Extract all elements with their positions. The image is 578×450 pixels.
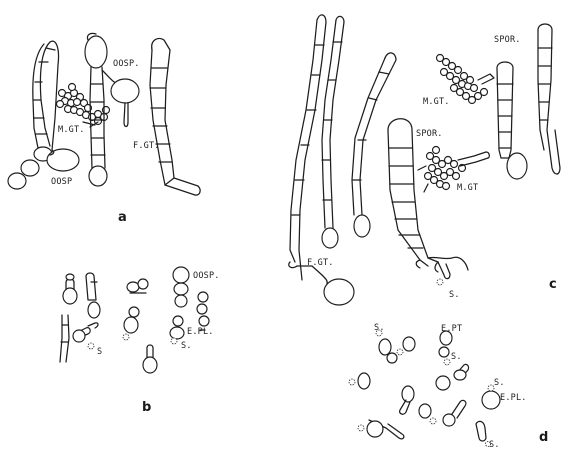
label-epiplasm: E.PL. (500, 393, 527, 403)
label-spore: S. (449, 290, 460, 300)
panel-c-male-gametangia-clusters (418, 55, 494, 193)
panel-letter-d: d (539, 430, 548, 445)
panel-letter-c: c (549, 277, 557, 292)
panel-a-female-gametangium-hypha (85, 33, 139, 186)
panel-a-right-hypha (150, 38, 200, 195)
label-spore: S. (489, 440, 500, 450)
panel-b: OOSP. S E.PL. S. b (60, 267, 220, 415)
label-sporangium: SPOR. (416, 129, 443, 139)
panel-c-sporangia-right (497, 24, 560, 179)
label-male-gametangium: M.GT (457, 183, 478, 193)
label-spore: S. (181, 341, 192, 351)
label-oosp: OOSP. (193, 271, 220, 281)
panel-c: SPOR. M.GT. SPOR. M.GT F.GT. S. c (289, 15, 560, 305)
label-e-pt: E.PT (441, 324, 462, 334)
panel-a-left-hypha (8, 41, 79, 189)
label-oosp: OOSP. (113, 59, 140, 69)
label-epiplasm: E.PL. (187, 327, 214, 337)
label-spore: S. (451, 352, 462, 362)
label-spore: S. (374, 323, 385, 333)
label-oosp: OOSP (51, 177, 72, 187)
label-female-gametangium: F.GT. (133, 141, 160, 151)
label-spore: S. (494, 378, 505, 388)
panel-letter-b: b (142, 400, 151, 415)
panel-b-germinating-spores (60, 267, 209, 373)
label-male-gametangium: M.GT. (58, 125, 85, 135)
label-female-gametangium: F.GT. (307, 258, 334, 268)
label-spore: S (97, 347, 102, 357)
panel-c-sporangium (388, 119, 468, 285)
panel-letter-a: a (118, 210, 127, 225)
panel-c-long-hyphae (289, 15, 396, 305)
panel-d: S. E.PT S. S. E.PL. S. d (349, 323, 548, 450)
panel-a: OOSP. M.GT. F.GT. OOSP a (8, 33, 200, 225)
label-male-gametangium: M.GT. (423, 97, 450, 107)
panel-d-germinating-spores (349, 330, 500, 447)
label-sporangium: SPOR. (494, 35, 521, 45)
